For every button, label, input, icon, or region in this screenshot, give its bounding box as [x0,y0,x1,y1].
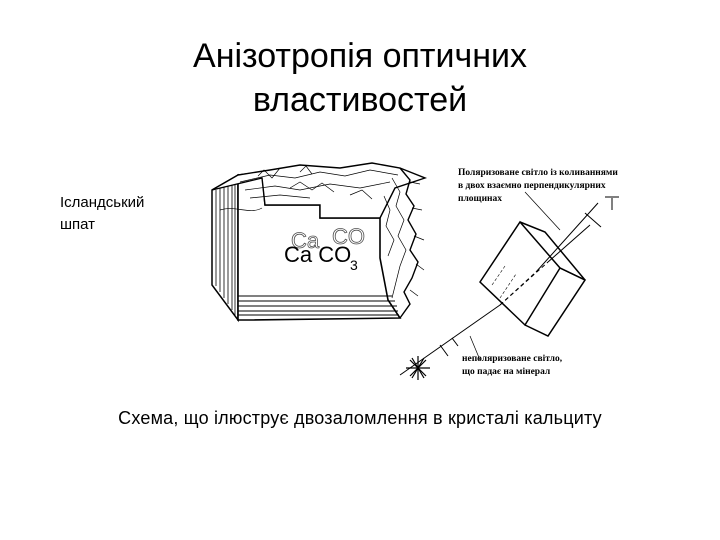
formula-subscript: 3 [350,257,358,273]
polarized-note-line-2: в двох взаємно перпендикулярних [458,181,606,191]
unpolarized-light-note: неполяризоване світло, що падає на мінер… [462,353,563,377]
unpolarized-note-line-1: неполяризоване світло, [462,353,563,364]
unpolarized-note-line-2: що падає на мінерал [462,366,551,377]
light-source-icon [406,356,430,380]
polarized-light-note: Поляризоване світло із коливаннями в дво… [458,167,618,204]
title-line-2: властивостей [252,81,468,119]
spar-label-line-1: Ісландський [60,194,145,211]
light-rays [399,191,619,376]
calcite-prism-drawing [479,220,587,337]
slide-title: Анізотропія оптичних властивостей [0,34,720,122]
svg-text:Ca: Ca [291,228,320,253]
calcite-crystal-drawing [211,162,428,323]
svg-text:CO: CO [332,224,365,249]
spar-label-line-2: шпат [60,216,96,233]
polarized-note-line-1: Поляризоване світло із коливаннями [458,167,618,178]
formula-text: Ca CO [284,242,351,267]
calcite-formula: Ca CO Ca CO 3 [284,224,365,273]
iceland-spar-label: Ісландський шпат [60,192,144,236]
figure-caption: Схема, що ілюструє двозаломлення в крист… [118,408,602,428]
polarized-note-line-3: площинах [458,194,502,204]
title-line-1: Анізотропія оптичних [193,37,527,75]
